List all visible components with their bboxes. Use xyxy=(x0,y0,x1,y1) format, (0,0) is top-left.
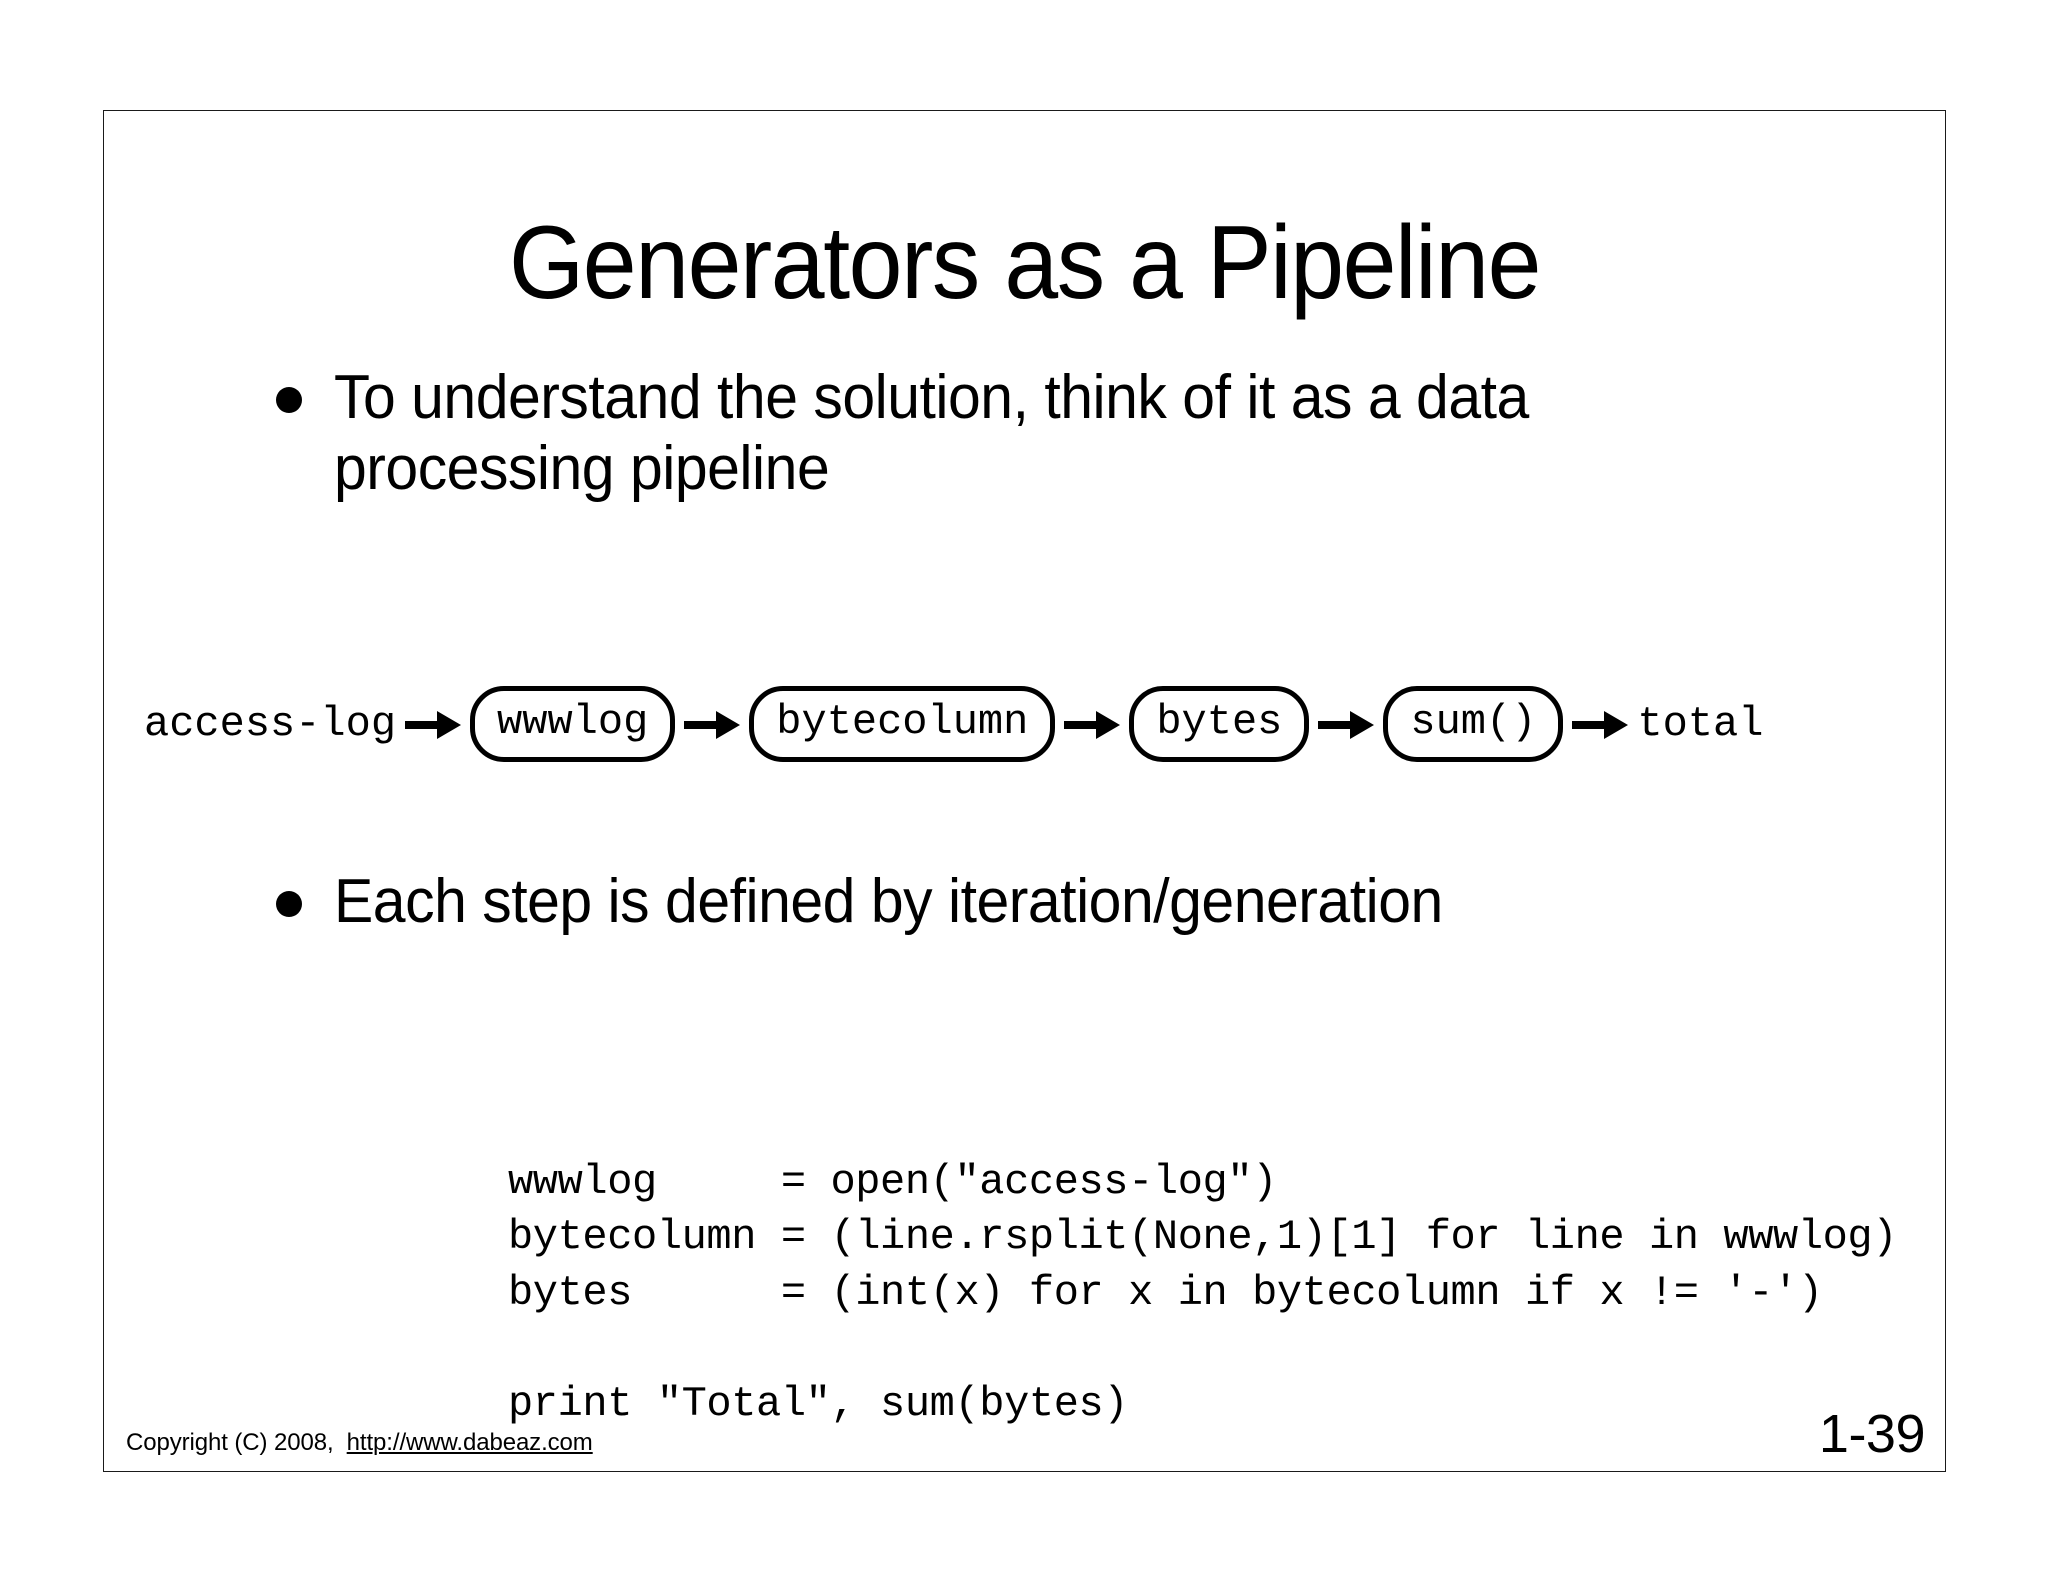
footer-copyright: Copyright (C) 2008, http://www.dabeaz.co… xyxy=(126,1429,593,1457)
pipeline-diagram: access-log wwwlog bytecolumn bytes sum() xyxy=(144,669,1904,779)
bullet-item-2: Each step is defined by iteration/genera… xyxy=(276,867,1896,938)
pipeline-stage-wwwlog: wwwlog xyxy=(470,686,676,762)
pipeline-source-label: access-log xyxy=(144,700,397,748)
arrow-right-icon xyxy=(1318,708,1375,742)
page-number: 1-39 xyxy=(1818,1404,1926,1464)
arrow-right-icon xyxy=(1064,708,1121,742)
pipeline-stage-sum: sum() xyxy=(1383,686,1564,762)
footer-copyright-text: Copyright (C) 2008, xyxy=(126,1429,334,1456)
arrow-right-icon xyxy=(684,708,741,742)
pipeline-stage-bytecolumn: bytecolumn xyxy=(749,686,1056,762)
slide-canvas: Generators as a Pipeline To understand t… xyxy=(103,110,1946,1472)
bullet-dot-icon xyxy=(276,387,302,413)
page-title: Generators as a Pipeline xyxy=(508,204,1541,321)
footer-url-link[interactable]: http://www.dabeaz.com xyxy=(346,1429,593,1456)
bullet-item-2-label: Each step is defined by iteration/genera… xyxy=(334,867,1443,936)
arrow-right-icon xyxy=(405,708,462,742)
pipeline-sink-label: total xyxy=(1637,700,1764,748)
bullet-item-1-label: To understand the solution, think of it … xyxy=(334,363,1529,503)
arrow-right-icon xyxy=(1572,708,1629,742)
bullet-item-1: To understand the solution, think of it … xyxy=(276,363,1836,504)
bullet-dot-icon xyxy=(276,891,302,917)
code-block: wwwlog = open("access-log") bytecolumn =… xyxy=(508,1158,1898,1428)
pipeline-stage-bytes: bytes xyxy=(1129,686,1310,762)
